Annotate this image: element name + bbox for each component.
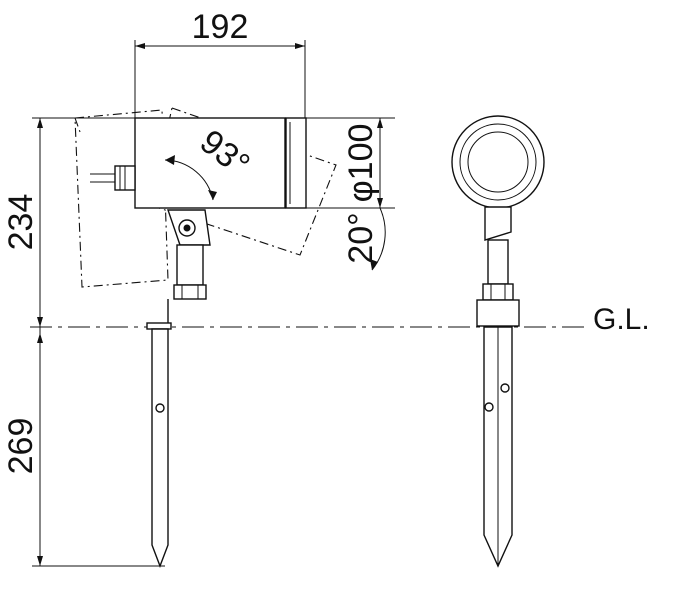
ground-line: G.L.	[30, 303, 650, 336]
front-view-stake	[483, 326, 513, 568]
stake-depth-dimension: 269	[2, 327, 165, 567]
diameter-label: φ100	[342, 124, 380, 203]
tilt-angle-annotation: 20°	[342, 207, 386, 271]
front-view-lamp	[451, 115, 545, 327]
side-view-bracket	[167, 209, 211, 300]
height-dimension: 234	[2, 117, 140, 327]
diameter-dimension: φ100	[306, 117, 395, 209]
width-dimension: 192	[134, 8, 306, 118]
width-dimension-label: 192	[192, 8, 249, 46]
side-view-lamp-body	[90, 117, 307, 209]
side-view-stake	[146, 299, 172, 568]
ground-line-label: G.L.	[593, 303, 650, 336]
stake-depth-dimension-label: 269	[2, 418, 40, 475]
tilt-angle-label: 20°	[342, 212, 380, 263]
height-dimension-label: 234	[2, 194, 40, 251]
